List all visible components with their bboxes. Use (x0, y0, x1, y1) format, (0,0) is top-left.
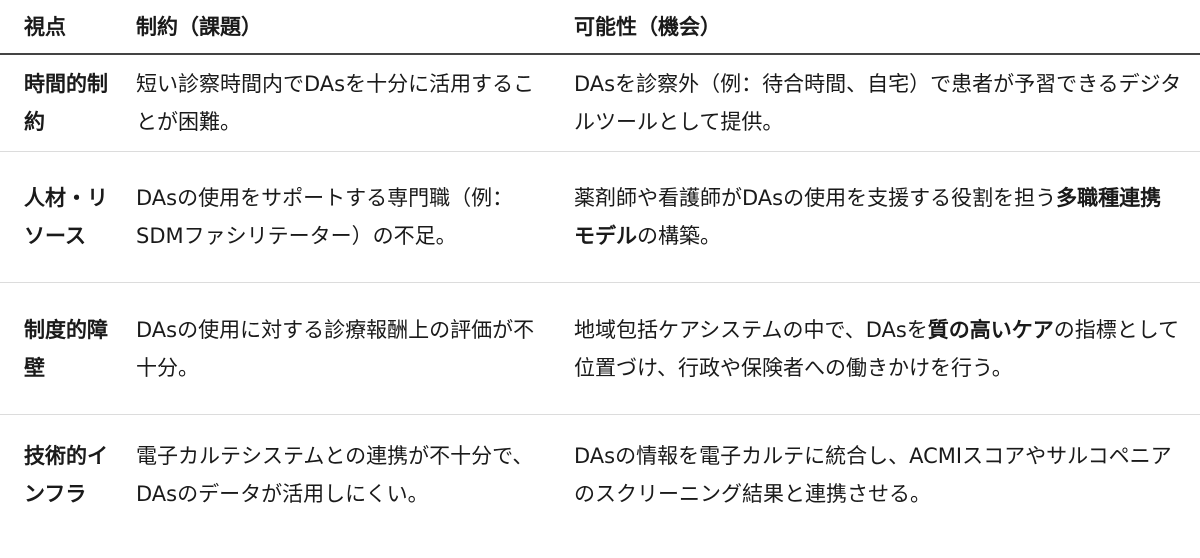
table-row: 制度的障壁 DAsの使用に対する診療報酬上の評価が不十分。 地域包括ケアシステム… (0, 282, 1200, 415)
possibility-emphasis: 質の高いケア (927, 317, 1054, 342)
row-constraint: DAsの使用に対する診療報酬上の評価が不十分。 (136, 282, 574, 415)
row-possibility: DAsを診察外（例：待合時間、自宅）で患者が予習できるデジタルツールとして提供。 (574, 54, 1200, 152)
row-viewpoint: 制度的障壁 (0, 282, 136, 415)
constraint-text: 短い診察時間内でDAsを十分に活用することが困難。 (136, 72, 535, 134)
row-possibility: DAsの情報を電子カルテに統合し、ACMIスコアやサルコペニアのスクリーニング結… (574, 415, 1200, 536)
row-constraint: 電子カルテシステムとの連携が不十分で、DAsのデータが活用しにくい。 (136, 415, 574, 536)
header-viewpoint: 視点 (0, 0, 136, 55)
constraint-text: 電子カルテシステムとの連携が不十分で、DAsのデータが活用しにくい。 (136, 444, 534, 506)
constraint-text: DAsの使用をサポートする専門職（例：SDMファシリテーター）の不足。 (136, 186, 514, 248)
row-possibility: 地域包括ケアシステムの中で、DAsを質の高いケアの指標として位置づけ、行政や保険… (574, 282, 1200, 415)
possibility-text: 薬剤師や看護師がDAsの使用を支援する役割を担う多職種連携モデルの構築。 (574, 179, 1200, 255)
possibility-text-after: の指標として位置づけ、行政や保険者への働きかけを行う。 (574, 317, 1180, 380)
possibility-emphasis: 多職種連携モデル (574, 186, 1162, 248)
possibility-text: DAsを診察外（例：待合時間、自宅）で患者が予習できるデジタルツールとして提供。 (574, 72, 1182, 134)
row-possibility: 薬剤師や看護師がDAsの使用を支援する役割を担う多職種連携モデルの構築。 (574, 151, 1200, 283)
row-viewpoint: 技術的インフラ (24, 444, 108, 506)
row-viewpoint: 人材・リソース (0, 151, 136, 283)
possibility-text: DAsの情報を電子カルテに統合し、ACMIスコアやサルコペニアのスクリーニング結… (574, 444, 1172, 506)
constraint-text: DAsの使用に対する診療報酬上の評価が不十分。 (136, 317, 535, 380)
header-possibility: 可能性（機会） (574, 0, 1200, 55)
table-body: 時間的制約 短い診察時間内でDAsを十分に活用することが困難。 DAsを診察外（… (0, 54, 1200, 535)
possibility-text-before: 地域包括ケアシステムの中で、DAsを (574, 317, 928, 342)
table-row: 人材・リソース DAsの使用をサポートする専門職（例：SDMファシリテーター）の… (0, 151, 1200, 283)
header-row: 視点 制約（課題） 可能性（機会） (0, 0, 1200, 55)
table-header: 視点 制約（課題） 可能性（機会） (0, 0, 1200, 55)
header-constraint: 制約（課題） (136, 0, 574, 55)
possibility-text-after: の構築。 (637, 224, 721, 248)
row-constraint: 短い診察時間内でDAsを十分に活用することが困難。 (136, 54, 574, 152)
table-row: 技術的インフラ 電子カルテシステムとの連携が不十分で、DAsのデータが活用しにく… (0, 415, 1200, 536)
row-viewpoint: 時間的制約 (0, 54, 136, 152)
possibility-text: 地域包括ケアシステムの中で、DAsを質の高いケアの指標として位置づけ、行政や保険… (574, 311, 1200, 387)
comparison-table: 視点 制約（課題） 可能性（機会） 時間的制約 短い診察時間内でDAsを十分に活… (0, 0, 1200, 535)
possibility-text-before: 薬剤師や看護師がDAsの使用を支援する役割を担う (574, 186, 1057, 210)
row-constraint: DAsの使用をサポートする専門職（例：SDMファシリテーター）の不足。 (136, 151, 574, 283)
table-row: 時間的制約 短い診察時間内でDAsを十分に活用することが困難。 DAsを診察外（… (0, 54, 1200, 152)
